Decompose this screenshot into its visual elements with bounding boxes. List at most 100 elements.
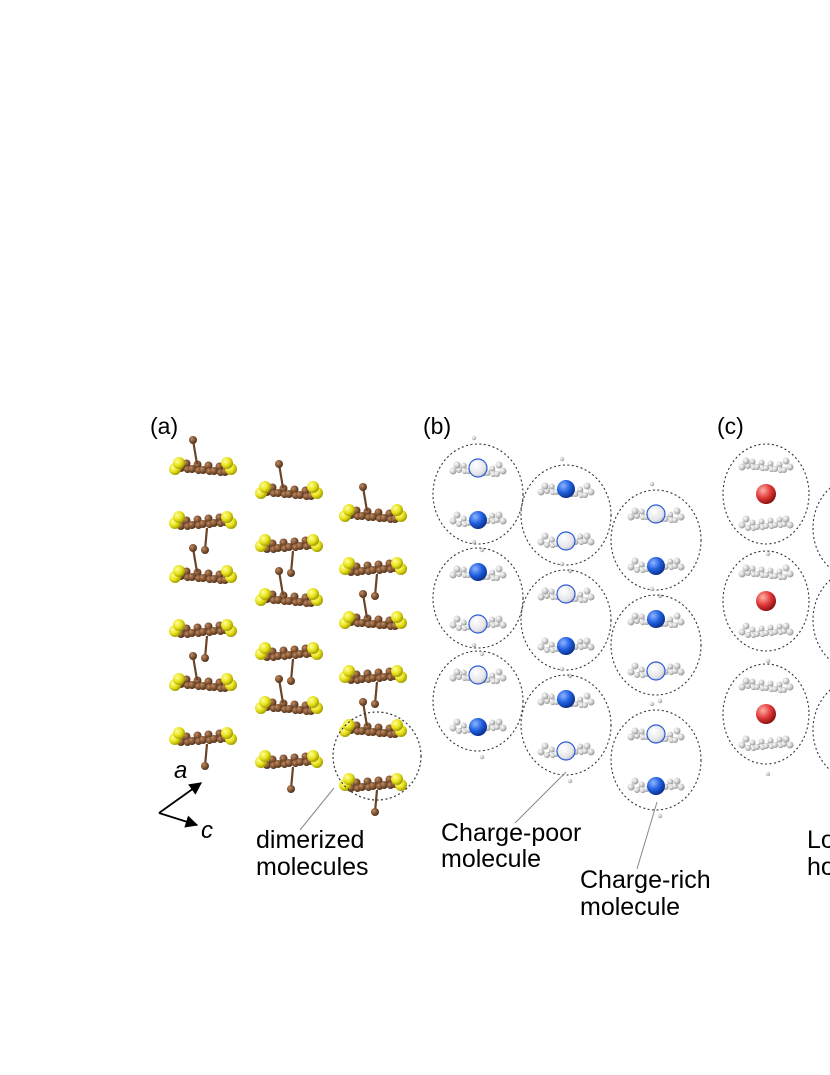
carbon-atom [290, 485, 299, 494]
carbon-atom [544, 752, 550, 758]
sulfur-atom [537, 698, 545, 706]
carbon-atom [672, 517, 678, 523]
sulfur-atom [738, 570, 746, 578]
carbon-atom [460, 566, 467, 573]
sulfur-atom [391, 557, 403, 569]
sulfur-atom [742, 457, 750, 465]
carbon-atom [754, 464, 760, 470]
sulfur-atom [631, 727, 639, 735]
side-chain-atom [371, 700, 379, 708]
panel-c: (c) Lo ho [717, 413, 830, 881]
molecule [339, 719, 407, 739]
sulfur-atom [782, 677, 790, 685]
carbon-atom [638, 728, 645, 735]
sulfur-atom [631, 662, 639, 670]
carbon-atom [781, 574, 787, 580]
carbon-atom [456, 625, 462, 631]
carbon-atom [781, 741, 787, 747]
carbon-atom [290, 592, 299, 601]
sulfur-atom [541, 482, 549, 490]
side-chain-atom [275, 567, 283, 575]
sulfur-atom [742, 515, 750, 523]
carbon-atom [285, 651, 293, 659]
carbon-atom [456, 571, 462, 577]
carbon-atom [638, 508, 645, 515]
carbon-atom [776, 681, 783, 688]
sulfur-atom [453, 718, 461, 726]
carbon-atom [767, 460, 774, 467]
carbon-atom [460, 722, 467, 729]
sulfur-atom [587, 593, 595, 601]
carbon-atom [494, 621, 500, 627]
carbon-atom [374, 560, 383, 569]
sulfur-atom [259, 534, 271, 546]
sulfur-atom [786, 628, 794, 636]
charge-order-cell [520, 456, 612, 574]
sulfur-atom [673, 662, 681, 670]
localized-hole-line-1: Lo [807, 826, 830, 854]
carbon-atom [380, 514, 388, 522]
side-chain-atom [371, 808, 379, 816]
carbon-atom [582, 538, 588, 544]
carbon-atom [489, 569, 496, 576]
carbon-atom [193, 515, 202, 524]
sulfur-atom [742, 677, 750, 685]
carbon-atom [638, 561, 645, 568]
carbon-atom [548, 536, 555, 543]
unit-cell-circle-partial [812, 689, 830, 771]
carbon-atom [290, 753, 299, 762]
panel-a-label: (a) [150, 413, 178, 439]
carbon-atom [279, 591, 288, 600]
sulfur-atom [786, 521, 794, 529]
sulfur-atom [453, 511, 461, 519]
carbon-atom [374, 776, 383, 785]
side-chain-atom [559, 666, 565, 672]
carbon-atom [577, 696, 584, 703]
side-chain-atom [275, 460, 283, 468]
charge-rich-leader [636, 801, 658, 870]
carbon-atom [638, 613, 645, 620]
carbon-atom [199, 520, 207, 528]
side-chain-atom [765, 658, 771, 664]
carbon-atom [369, 782, 377, 790]
carbon-atom [758, 566, 765, 573]
sulfur-atom [786, 683, 794, 691]
carbon-atom [749, 519, 756, 526]
carbon-atom [363, 722, 372, 731]
sulfur-atom [786, 463, 794, 471]
molecule [738, 457, 794, 474]
carbon-atom [374, 668, 383, 677]
sulfur-atom [673, 507, 681, 515]
localized-hole-cell [722, 663, 810, 777]
carbon-atom [638, 781, 645, 788]
c-axis-arrow [158, 812, 199, 828]
carbon-atom [745, 463, 751, 469]
carbon-atom [548, 588, 555, 595]
unit-cell-circle [722, 443, 810, 545]
side-chain-atom [189, 544, 197, 552]
side-chain-atom [471, 435, 477, 441]
carbon-atom [296, 598, 304, 606]
side-chain-atom [359, 698, 367, 706]
carbon-atom [358, 675, 366, 683]
carbon-atom [634, 513, 640, 519]
molecule [738, 735, 794, 752]
side-chain-atom [471, 539, 477, 545]
sulfur-atom [495, 461, 503, 469]
sulfur-atom [449, 674, 457, 682]
molecule [339, 504, 407, 524]
sulfur-atom [499, 674, 507, 682]
sulfur-atom [587, 488, 595, 496]
carbon-atom [460, 669, 467, 676]
carbon-atom [634, 672, 640, 678]
charge-rich-site [647, 557, 665, 575]
carbon-atom [667, 558, 674, 565]
charge-rich-line-2: molecule [580, 893, 680, 921]
carbon-atom [274, 704, 282, 712]
charge-rich-site [647, 777, 665, 795]
sulfur-atom [782, 622, 790, 630]
carbon-atom [374, 723, 383, 732]
side-chain-atom [287, 785, 295, 793]
sulfur-atom [738, 741, 746, 749]
sulfur-atom [449, 621, 457, 629]
